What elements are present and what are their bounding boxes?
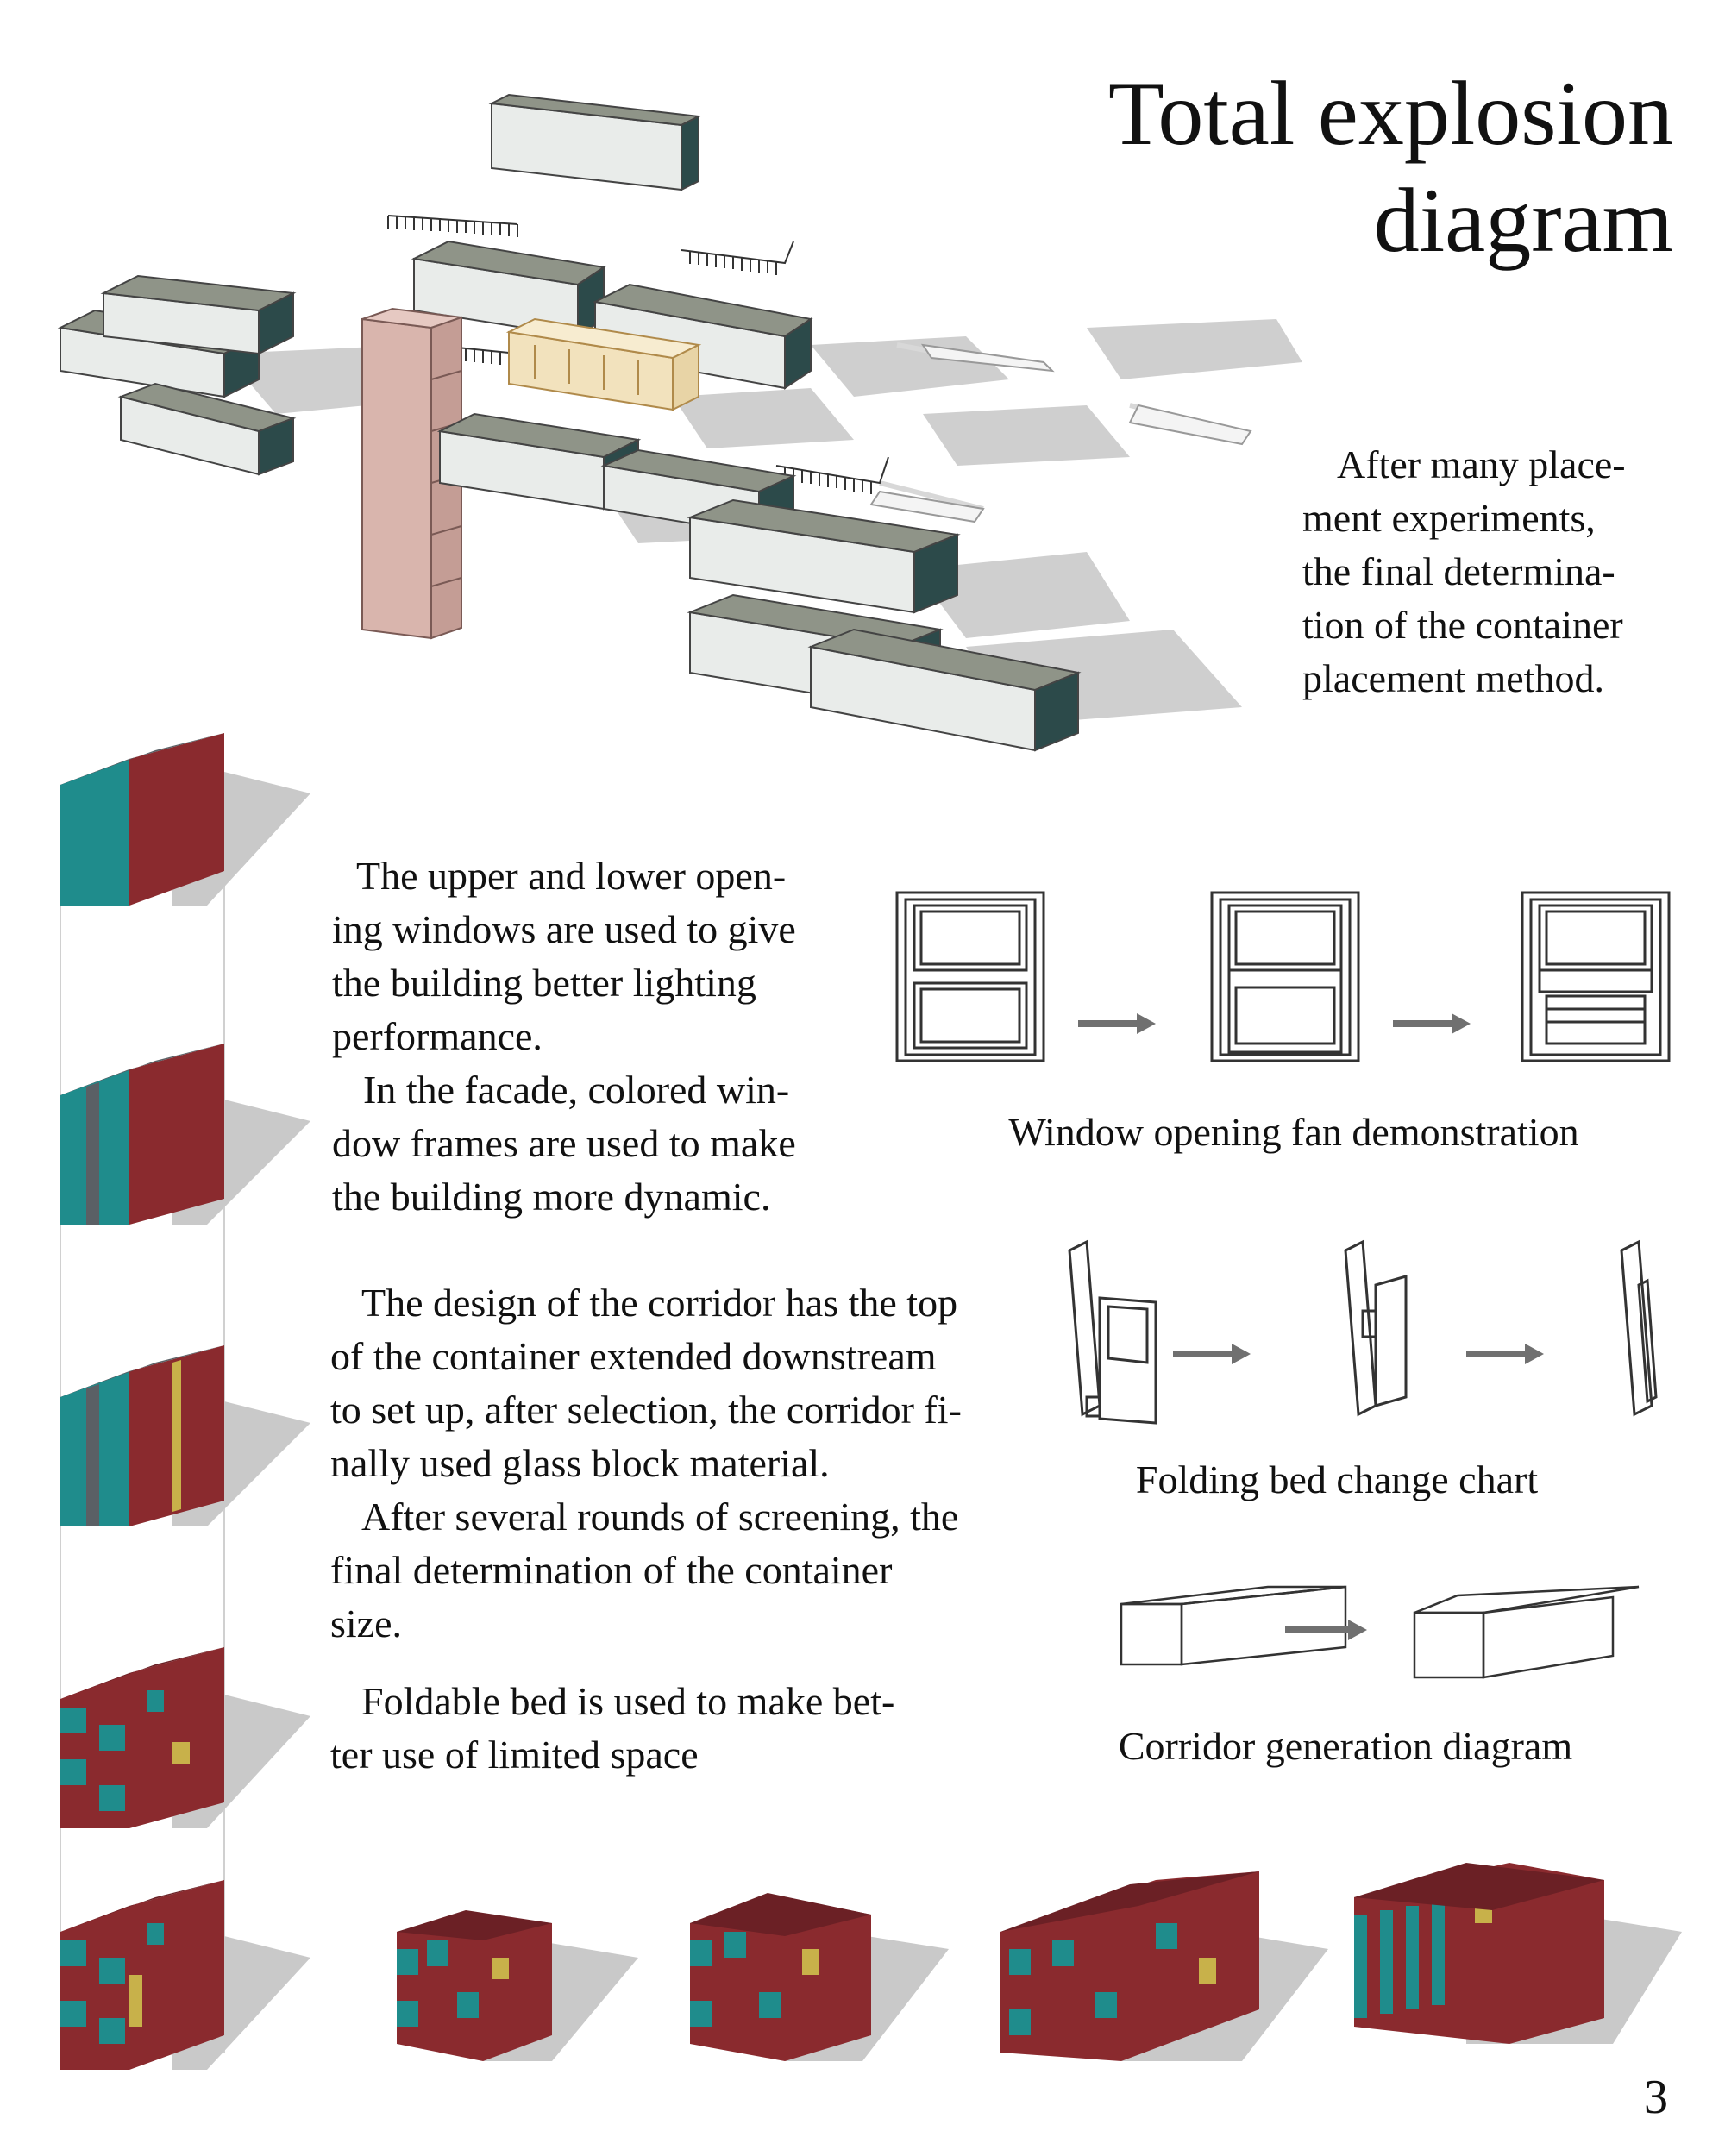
corridor-line-5: After several rounds of screening, the (361, 1495, 959, 1539)
window-caption: Window opening fan demonstration (1008, 1110, 1579, 1154)
placement-line-5: placement method. (1302, 656, 1604, 700)
interior-furniture (505, 317, 702, 411)
bed-line-2: ter use of limited space (330, 1733, 699, 1777)
window-3 (1521, 891, 1671, 1062)
windows-line-6: dow frames are used to make (332, 1121, 796, 1165)
window-2 (1210, 891, 1360, 1062)
explosion-diagram (57, 93, 1302, 752)
windows-line-5: In the facade, colored win- (363, 1068, 790, 1112)
bed-state-1 (1068, 1239, 1157, 1425)
corridor-line-4: nally used glass block material. (330, 1441, 830, 1485)
windows-line-7: the building more dynamic. (332, 1175, 771, 1219)
glass-panels (869, 343, 1252, 523)
corridor-line-6: final determination of the container (330, 1548, 893, 1592)
page-title: Total explosion diagram (1018, 60, 1673, 274)
container-center-right (600, 448, 1082, 752)
page-number: 3 (1644, 2071, 1668, 2124)
bed-line-1: Foldable bed is used to make bet- (361, 1679, 895, 1723)
massing-model-a (397, 1910, 638, 2061)
massing-row (397, 1863, 1682, 2061)
corridor-line-2: of the container extended downstream (330, 1334, 937, 1378)
placement-line-4: tion of the container (1302, 603, 1623, 647)
corridor-line-7: size. (330, 1601, 403, 1645)
bed-paragraph: Foldable bed is used to make bet- ter us… (330, 1675, 1020, 1782)
corridor-box-2 (1413, 1585, 1640, 1679)
bed-caption: Folding bed change chart (1135, 1457, 1539, 1501)
corridor-line-3: to set up, after selection, the corridor… (330, 1388, 962, 1432)
window-1 (895, 891, 1045, 1062)
mass-model-2 (60, 1044, 310, 1225)
bed-state-3 (1620, 1239, 1658, 1417)
massing-model-d (1354, 1863, 1682, 2044)
mass-model-3 (60, 1345, 310, 1526)
windows-line-2: ing windows are used to give (332, 907, 796, 951)
mass-model-4 (60, 1647, 310, 1828)
placement-line-3: the final determina- (1302, 549, 1615, 593)
corridor-caption: Corridor generation diagram (1118, 1724, 1573, 1768)
windows-line-1: The upper and lower open- (356, 854, 787, 898)
bed-arrows (1173, 1344, 1544, 1364)
window-demo (895, 891, 1671, 1062)
folding-bed-diagram (1068, 1239, 1658, 1425)
container-left-stack (57, 274, 297, 476)
corridor-generation-diagram (1120, 1585, 1640, 1679)
window-arrows (1078, 1013, 1471, 1034)
placement-line-1: After many place- (1337, 442, 1626, 486)
mass-model-5 (60, 1880, 310, 2070)
windows-paragraph: The upper and lower open- ing windows ar… (332, 849, 884, 1224)
placement-paragraph: After many place- ment experiments, the … (1302, 438, 1708, 705)
corridor-line-1: The design of the corridor has the top (361, 1281, 958, 1325)
corridor-arrow (1285, 1620, 1367, 1640)
title-line-1: Total explosion (1108, 63, 1673, 164)
bed-state-2 (1344, 1239, 1408, 1417)
massing-model-b (690, 1893, 949, 2061)
railings (387, 215, 889, 494)
title-line-2: diagram (1373, 170, 1673, 271)
corridor-box-1 (1120, 1585, 1347, 1666)
mass-model-1 (60, 733, 310, 906)
windows-line-4: performance. (332, 1014, 543, 1058)
container-top (488, 93, 702, 191)
placement-line-2: ment experiments, (1302, 496, 1596, 540)
mass-model-column (60, 733, 310, 2070)
massing-model-c (1000, 1871, 1328, 2061)
corridor-paragraph: The design of the corridor has the top o… (330, 1276, 1055, 1651)
windows-line-3: the building better lighting (332, 961, 756, 1005)
